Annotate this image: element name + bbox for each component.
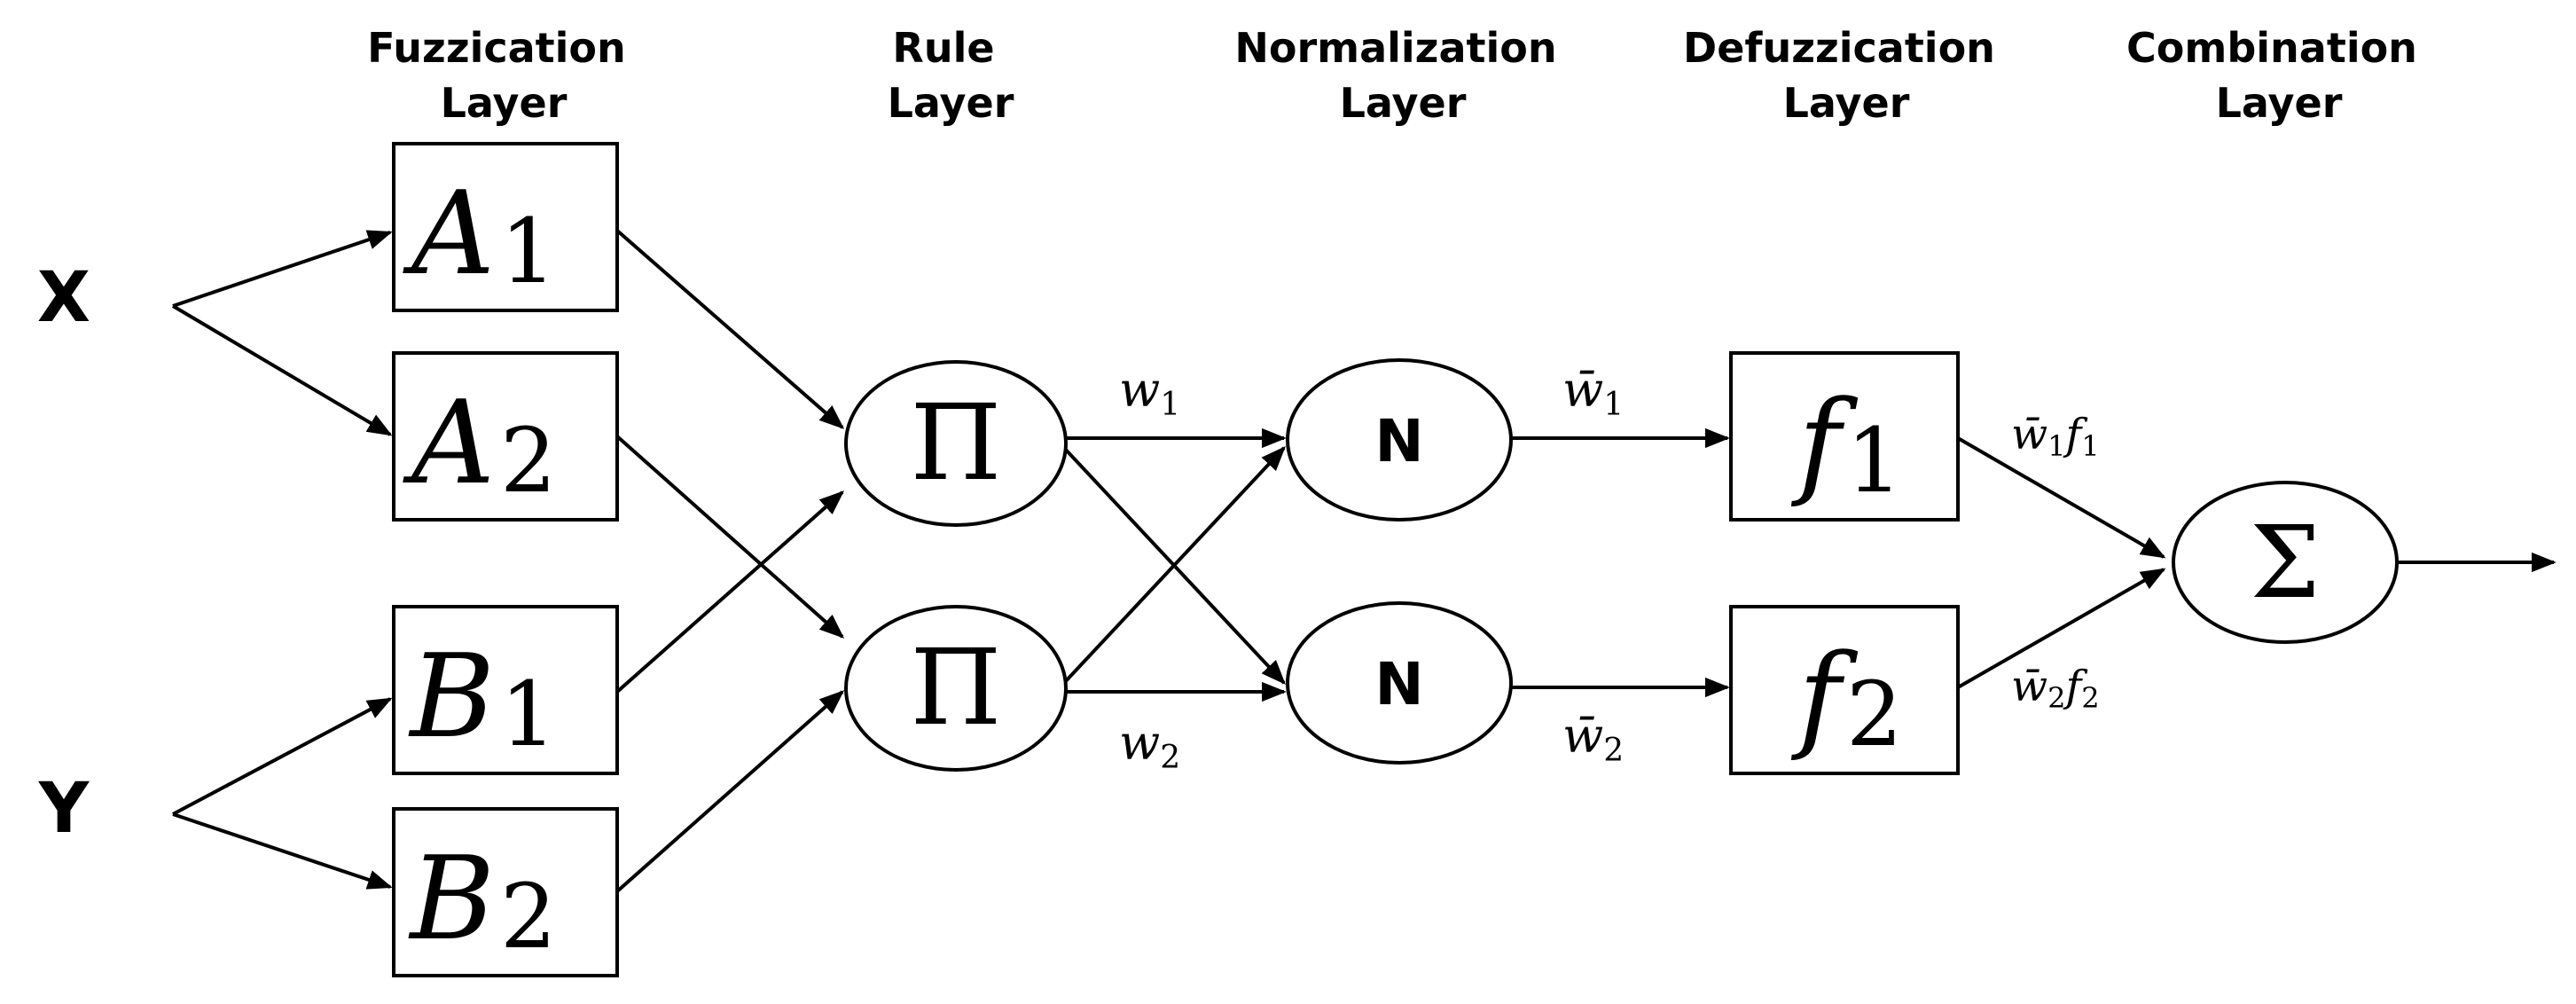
rule-node-2: Π (844, 605, 1068, 772)
layer-title-rule: Rule Layer (888, 24, 1014, 127)
fuzzy-node-a2: A 2 (392, 351, 619, 522)
svg-text:A: A (403, 166, 495, 301)
svg-text:N: N (1374, 650, 1423, 718)
fuzzy-node-a1: A 1 (392, 142, 619, 312)
svg-text:1: 1 (500, 200, 557, 303)
edge-y-b2 (172, 812, 393, 890)
input-y-label: Y (38, 769, 90, 849)
svg-text:2: 2 (500, 409, 557, 513)
edge-rule2-norm1 (1062, 445, 1286, 685)
edge-y-b1 (172, 697, 393, 816)
svg-text:B: B (408, 629, 495, 764)
rule-node-1: Π (844, 360, 1068, 527)
svg-text:A: A (403, 375, 495, 510)
layer-title-normalization: Normalization Layer (1234, 24, 1570, 127)
norm-node-2: N (1286, 601, 1513, 765)
edge-label-wf2: w̄2f2 (2011, 662, 2100, 715)
edge-b2-rule2 (615, 690, 845, 893)
svg-text:Σ: Σ (2250, 506, 2320, 621)
edge-x-a2 (171, 304, 393, 436)
layer-title-defuzzification: Defuzzication Layer (1683, 24, 2009, 127)
svg-text:Π: Π (911, 626, 1002, 749)
edge-a1-rule1 (615, 229, 845, 429)
edge-a2-rule2 (615, 435, 845, 639)
edge-label-w1: w1 (1119, 362, 1180, 423)
edge-label-wbar2: w̄2 (1562, 708, 1624, 769)
input-x-label: X (37, 258, 90, 338)
svg-text:Π: Π (911, 381, 1002, 504)
edge-f1-sum (1956, 436, 2166, 559)
svg-text:2: 2 (1846, 663, 1903, 766)
svg-text:1: 1 (500, 663, 557, 766)
edge-x-a1 (172, 230, 393, 308)
fuzzy-node-b1: B 1 (392, 605, 619, 775)
norm-node-1: N (1286, 358, 1513, 522)
layer-title-fuzzification: Fuzzication Layer (367, 24, 640, 127)
defuzz-node-f2: f 2 (1729, 605, 1960, 775)
sum-node: Σ (2172, 481, 2399, 644)
edge-f2-sum (1957, 568, 2166, 689)
layer-title-combination: Combination Layer (2126, 24, 2431, 127)
fuzzy-node-b2: B 2 (392, 807, 619, 977)
edge-label-wf1: w̄1f1 (2011, 410, 2100, 463)
edge-label-w2: w2 (1119, 715, 1180, 776)
edge-b1-rule1 (615, 490, 845, 694)
defuzz-node-f1: f 1 (1729, 351, 1960, 522)
svg-text:B: B (408, 831, 495, 966)
svg-text:N: N (1374, 407, 1423, 475)
svg-text:1: 1 (1846, 409, 1903, 513)
edge-label-wbar1: w̄1 (1562, 362, 1624, 423)
svg-text:2: 2 (500, 865, 557, 969)
